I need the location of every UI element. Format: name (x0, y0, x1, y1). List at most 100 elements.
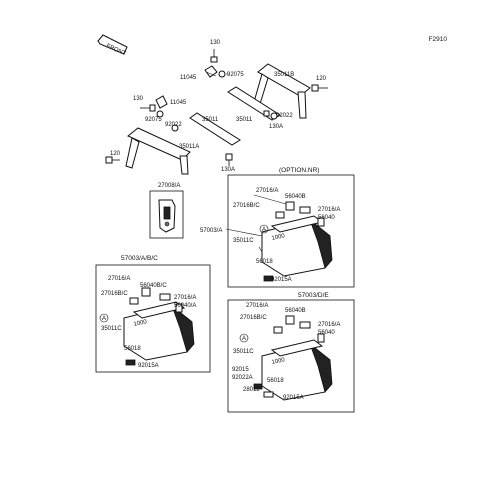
circle-marker (239, 333, 249, 343)
bolt-120-left (105, 156, 120, 164)
latch-part (141, 287, 151, 297)
label: 27016B/C (240, 315, 267, 321)
case-logo: 1000 (271, 233, 286, 242)
washer-92075-upper (218, 70, 226, 78)
rail-35011b (257, 63, 311, 97)
label: 27016B/C (101, 291, 128, 297)
bracket-part (129, 297, 139, 305)
key-cylinder-icon (158, 199, 176, 233)
key-part-box: 27008/A (149, 183, 184, 239)
label: 28012 (243, 387, 260, 393)
label: 35011C (233, 349, 254, 355)
bracket-labels: 130 11045 92075 35011B 120 130 11045 920… (110, 40, 327, 173)
circle-marker (99, 313, 109, 323)
label: 92015A (138, 363, 159, 369)
label: 11045 (170, 100, 187, 106)
right-case-box: 57003/D/E 1000 A 27016/A 56040B 27016B/C… (227, 292, 355, 413)
latch-part (317, 333, 325, 343)
label: 120 (110, 151, 121, 157)
bolt-120-right (311, 84, 328, 92)
label: 56040 (318, 215, 335, 221)
left-case-title: 57003/A/B/C (121, 255, 158, 262)
case-logo: 1000 (271, 357, 286, 366)
label: 27016/A (174, 295, 196, 301)
bolt-130-left (140, 104, 156, 112)
label: 56040B/C (140, 283, 167, 289)
bracket-part (275, 211, 285, 219)
hinge-part (299, 321, 311, 329)
label: 57003/A (200, 228, 222, 234)
label: 35011 (236, 117, 253, 123)
carrier-bracket-assembly (105, 49, 328, 175)
label: 27016/A (246, 303, 268, 309)
circle-marker (259, 224, 269, 234)
leader-lines (205, 71, 287, 253)
label: 130 (133, 96, 144, 102)
latch-part (175, 303, 183, 313)
bracket-11045-left (155, 95, 168, 109)
option-case-box: (OPTION.NR) 1000 A 27016/A 56040B 27016B… (200, 167, 355, 288)
label: 130 (210, 40, 221, 46)
nut-130a-bottom (225, 153, 233, 166)
hinge-part (299, 206, 311, 214)
right-case-title: 57003/D/E (298, 292, 329, 299)
label: 56040B (285, 308, 306, 314)
label: 35011C (101, 326, 122, 332)
label: 56040 (318, 330, 335, 336)
latch-part (285, 315, 295, 325)
latch-part (317, 217, 325, 227)
circle-marker-label: A (262, 227, 266, 233)
bolt-130-upper (210, 49, 218, 63)
key-part-title: 27008/A (158, 183, 180, 189)
circle-marker-label: A (102, 316, 106, 322)
label: 120 (316, 76, 327, 82)
label: 130A (269, 124, 283, 130)
washer-92022-right (270, 112, 278, 120)
label: 27016/A (318, 322, 340, 328)
latch-part (285, 201, 295, 211)
option-title: (OPTION.NR) (279, 167, 319, 174)
reflector-part (125, 359, 136, 366)
saddlebag-case-left: 1000 A (99, 287, 195, 366)
label: 27016B/C (233, 203, 260, 209)
label: 92022 (276, 113, 293, 119)
label: 35011B (274, 72, 294, 78)
label: 35011A (179, 144, 199, 150)
washer-92075-left (156, 110, 164, 118)
label: 11045 (180, 75, 197, 81)
label: 27016/A (318, 207, 340, 213)
reflector-part (253, 383, 263, 390)
label: 92015A (271, 277, 292, 283)
label: 27016/A (256, 188, 278, 194)
front-arrow-icon: FRONT (97, 34, 128, 57)
bar-35011-left (189, 112, 241, 146)
label: 130A (221, 167, 235, 173)
bracket-11045-upper (204, 65, 218, 78)
label: 92015 (232, 367, 249, 373)
case-logo: 1000 (133, 319, 148, 328)
bracket-part (273, 326, 283, 334)
reflector-part (263, 391, 274, 398)
label: 92075 (145, 117, 162, 123)
label: 92022 (165, 122, 182, 128)
label: 56040B (285, 194, 306, 200)
saddlebag-case-option: 1000 A (259, 201, 333, 282)
nut-130a-right (263, 110, 270, 117)
circle-marker-label: A (242, 336, 246, 342)
label: 56040/A (174, 303, 196, 309)
rail-35011a (127, 127, 191, 161)
label: 56018 (256, 259, 273, 265)
saddlebag-case-right: 1000 A (239, 315, 333, 401)
label: 35011 (202, 117, 219, 123)
label: 27016/A (108, 276, 130, 282)
label: 35011C (233, 238, 254, 244)
figure-code: F2910 (429, 36, 448, 43)
label: 92075 (227, 72, 244, 78)
left-case-box: 57003/A/B/C 1000 A 27016/A 56040B/C 2701… (95, 255, 211, 373)
label: 92015A (283, 395, 304, 401)
label: 56018 (267, 378, 284, 384)
hinge-part (159, 293, 171, 301)
washer-92022-left (171, 124, 179, 132)
label: 92022A (232, 375, 253, 381)
